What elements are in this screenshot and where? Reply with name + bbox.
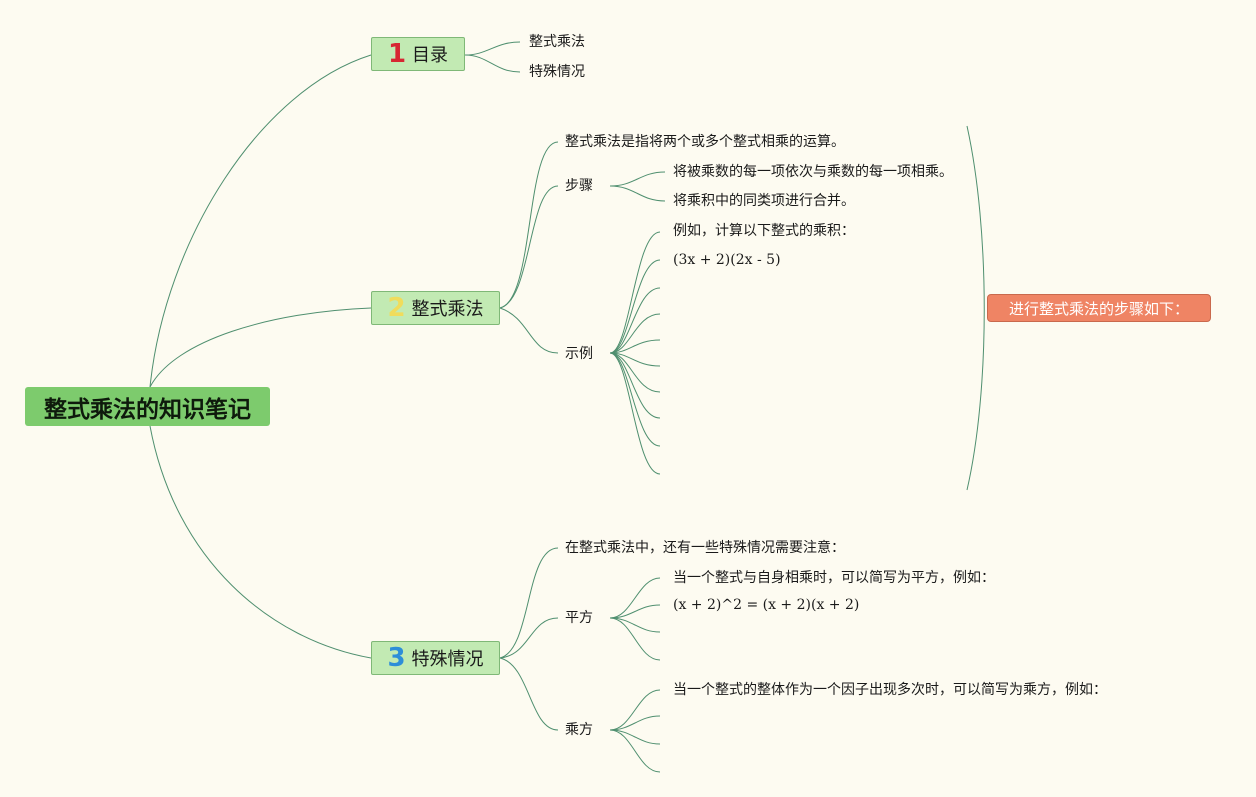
number-badge-1: 1 [387,39,407,69]
step-item[interactable]: 将被乘数的每一项依次与乘数的每一项相乘。 [673,164,953,180]
square-item[interactable]: 当一个整式与自身相乘时，可以简写为平方，例如： [673,570,995,586]
power-node[interactable]: 乘方 [565,722,593,738]
branch-integer-multiplication[interactable]: 2 整式乘法 [371,291,500,325]
special-intro-node[interactable]: 在整式乘法中，还有一些特殊情况需要注意： [565,540,845,556]
toc-item-special-cases[interactable]: 特殊情况 [529,64,585,80]
example-item[interactable]: 例如，计算以下整式的乘积： [673,223,855,239]
root-topic[interactable]: 整式乘法的知识笔记 [25,387,270,426]
toc-item-integer-multiplication[interactable]: 整式乘法 [529,34,585,50]
example-node[interactable]: 示例 [565,346,593,362]
power-item[interactable]: 当一个整式的整体作为一个因子出现多次时，可以简写为乘方，例如： [673,682,1107,698]
summary-label: 进行整式乘法的步骤如下： [1008,299,1189,318]
branch-toc-label: 目录 [412,45,449,66]
branch-special-cases-label: 特殊情况 [411,649,484,670]
branch-toc[interactable]: 1 目录 [371,37,465,71]
definition-node[interactable]: 整式乘法是指将两个或多个整式相乘的运算。 [565,134,845,150]
steps-node[interactable]: 步骤 [565,178,593,194]
step-item[interactable]: 将乘积中的同类项进行合并。 [673,193,855,209]
square-formula[interactable]: (x + 2)^2 = (x + 2)(x + 2) [673,597,860,613]
root-title: 整式乘法的知识笔记 [44,396,251,423]
branch-integer-multiplication-label: 整式乘法 [411,299,484,320]
number-badge-3: 3 [387,643,406,673]
square-node[interactable]: 平方 [565,610,593,626]
number-badge-2: 2 [387,293,406,323]
summary-node[interactable]: 进行整式乘法的步骤如下： [987,294,1211,322]
branch-special-cases[interactable]: 3 特殊情况 [371,641,500,675]
example-formula[interactable]: (3x + 2)(2x - 5) [673,252,781,268]
